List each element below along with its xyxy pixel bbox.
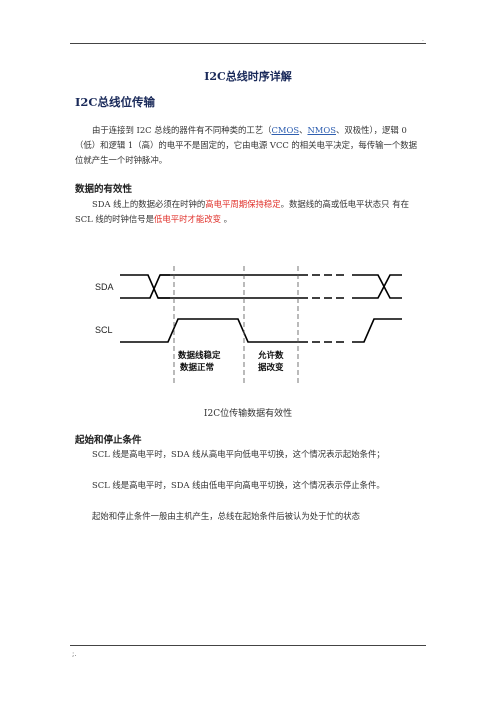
validity-text-2: 。数据线的高或低电平状态只 有在 SCL 线的时钟信号是 bbox=[75, 199, 409, 224]
bus-busy-text: 起始和停止条件一般由主机产生，总线在起始条件后被认为处于忙的状态 bbox=[92, 511, 360, 521]
cmos-link[interactable]: CMOS bbox=[271, 125, 300, 135]
validity-paragraph: SDA 线上的数据必须在时钟的高电平周期保持稳定。数据线的高或低电平状态只 有在… bbox=[75, 197, 425, 227]
validity-emphasis-1: 高电平周期保持稳定 bbox=[205, 199, 281, 209]
sda-high-trace bbox=[120, 274, 170, 299]
start-condition-paragraph: SCL 线是高电平时，SDA 线从高电平向低电平切换，这个情况表示起始条件； bbox=[75, 447, 425, 462]
bus-busy-paragraph: 起始和停止条件一般由主机产生，总线在起始条件后被认为处于忙的状态 bbox=[75, 509, 425, 524]
change-label-2: 据改变 bbox=[258, 362, 284, 373]
footer-rule bbox=[70, 645, 426, 646]
validity-text-1: SDA 线上的数据必须在时钟的 bbox=[92, 199, 206, 209]
figure-caption: I2C位传输数据有效性 bbox=[203, 409, 293, 419]
sda-end-cross-2 bbox=[352, 274, 402, 299]
stable-label-2: 数据正常 bbox=[180, 362, 214, 373]
stop-condition-text: SCL 线是高电平时，SDA 线由低电平向高电平切换，这个情况表示停止条件。 bbox=[92, 480, 385, 490]
stop-condition-paragraph: SCL 线是高电平时，SDA 线由低电平向高电平切换，这个情况表示停止条件。 bbox=[75, 478, 425, 493]
change-label-1: 允许数 bbox=[257, 350, 284, 361]
page-title: I2C总线时序详解 bbox=[204, 70, 292, 83]
footer-mark: ;. bbox=[72, 650, 77, 658]
validity-heading: 数据的有效性 bbox=[75, 184, 133, 195]
scl-trace bbox=[120, 318, 308, 343]
intro-text-2: 、双极性），逻辑 0（低）和逻辑 1（高）的电平不是固定的，它由电源 VCC 的… bbox=[75, 125, 418, 165]
sda-low-trace bbox=[120, 274, 170, 299]
scl-end-trace bbox=[352, 318, 402, 343]
intro-text-1: 由于连接到 I2C 总线的器件有不同种类的工艺（ bbox=[92, 125, 272, 135]
nmos-link[interactable]: NMOS bbox=[307, 125, 336, 135]
sda-label: SDA bbox=[95, 282, 114, 292]
startstop-heading: 起始和停止条件 bbox=[75, 435, 142, 446]
validity-text-3: 。 bbox=[221, 214, 233, 224]
start-condition-text: SCL 线是高电平时，SDA 线从高电平向低电平切换，这个情况表示起始条件； bbox=[92, 449, 385, 459]
validity-emphasis-2: 低电平时才能改变 bbox=[154, 214, 221, 224]
header-dot: . bbox=[422, 36, 424, 43]
section-heading: I2C总线位传输 bbox=[75, 95, 156, 109]
intro-paragraph: 由于连接到 I2C 总线的器件有不同种类的工艺（CMOS、NMOS、双极性），逻… bbox=[75, 123, 425, 168]
sda-end-cross-1 bbox=[352, 274, 402, 299]
scl-label: SCL bbox=[95, 325, 113, 335]
intro-sep: 、 bbox=[299, 125, 308, 135]
stable-label-1: 数据线稳定 bbox=[178, 350, 221, 361]
header-rule bbox=[70, 43, 426, 44]
